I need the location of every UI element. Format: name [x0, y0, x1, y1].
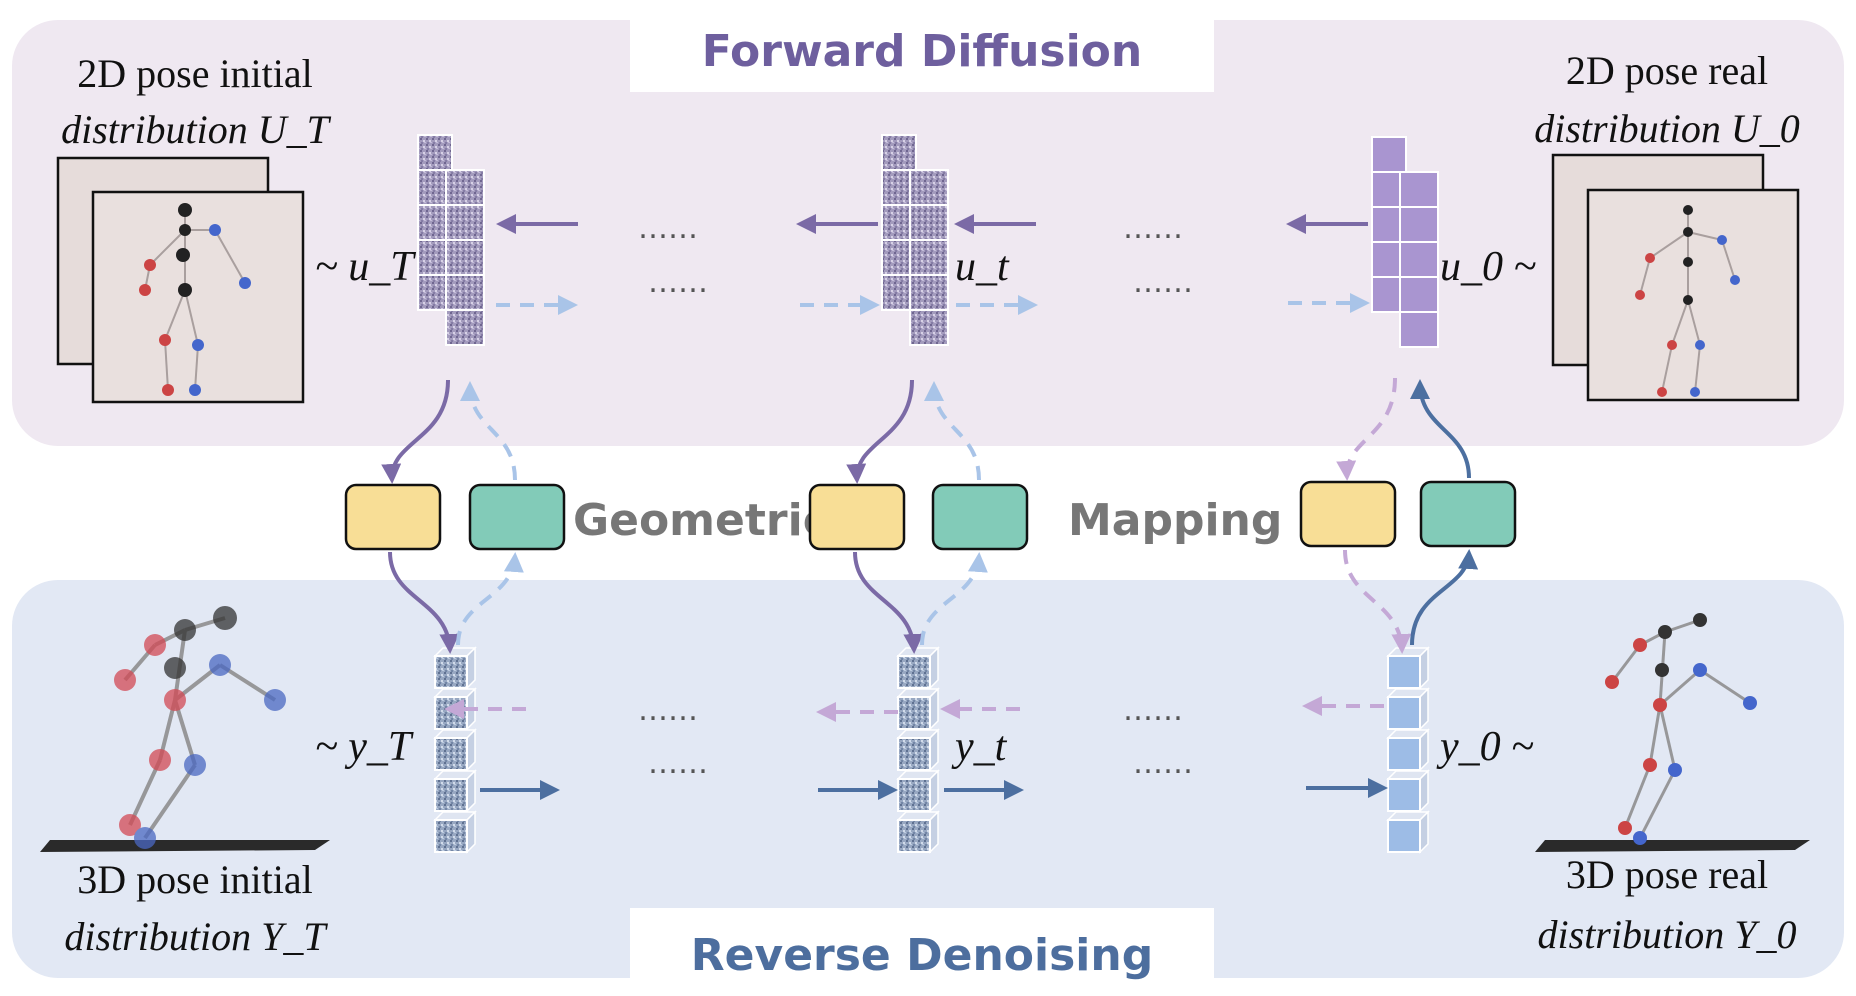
latent-stacks	[417, 134, 1439, 854]
ellipsis-bottom-4: ……	[1133, 746, 1193, 781]
label-2d-initial: 2D pose initial distribution U_T	[61, 51, 332, 152]
label-2d-initial-line1: 2D pose initial	[77, 51, 313, 96]
arrow-teal-to-u0	[1410, 379, 1471, 479]
yellow-mapping-box-3	[1299, 480, 1397, 548]
reverse-title: Reverse Denoising	[691, 930, 1153, 981]
arrow-teal-to-uT	[460, 381, 517, 481]
label-3d-initial: 3D pose initial distribution Y_T	[64, 857, 328, 959]
label-3d-initial-line2: distribution Y_T	[64, 914, 328, 959]
arrow-yT-to-teal	[456, 552, 524, 646]
var-y-0: y_0 ~	[1436, 724, 1534, 770]
mapping-word-mapping: Mapping	[1068, 495, 1282, 546]
flow-arrows	[381, 214, 1479, 800]
pose-2d-real-image	[1551, 153, 1800, 402]
label-3d-real-line1: 3D pose real	[1566, 852, 1768, 897]
yellow-mapping-box-2	[808, 483, 906, 551]
var-u-t: u_t	[955, 244, 1010, 290]
stack-u-T	[417, 134, 485, 346]
ellipsis-top-1: ……	[638, 211, 698, 246]
var-y-T: ~ y_T	[315, 724, 414, 770]
arrow-y0-to-teal	[1410, 549, 1479, 646]
arrow-u0-to-yellow	[1336, 377, 1397, 481]
stack-y-T	[433, 646, 477, 854]
forward-title-box	[630, 14, 1214, 92]
stack-u-t	[881, 134, 949, 346]
arrow-ut-to-yellow	[846, 379, 914, 484]
yellow-mapping-box-1	[344, 483, 442, 551]
label-2d-real: 2D pose real distribution U_0	[1534, 48, 1800, 151]
var-y-t: y_t	[951, 724, 1008, 770]
arrow-yellow-to-y0	[1343, 549, 1412, 654]
arrow-yellow-to-yT	[388, 551, 460, 654]
label-2d-real-line1: 2D pose real	[1566, 48, 1768, 93]
var-u-0: u_0 ~	[1440, 244, 1537, 290]
forward-title: Forward Diffusion	[702, 26, 1142, 77]
label-2d-real-line2: distribution U_0	[1534, 106, 1800, 151]
stack-u-0	[1371, 136, 1439, 348]
arrow-uT-to-yellow	[381, 379, 450, 484]
mapping-word-geometric: Geometric	[573, 495, 829, 546]
teal-mapping-box-1	[468, 483, 566, 551]
ellipsis-bottom-2: ……	[648, 746, 708, 781]
arrow-yt-to-teal	[920, 552, 988, 646]
ellipsis-bottom-3: ……	[1123, 693, 1183, 728]
ellipsis-top-2: ……	[648, 265, 708, 300]
ellipsis-top-4: ……	[1133, 265, 1193, 300]
stack-y-0	[1386, 646, 1430, 854]
reverse-title-box	[630, 908, 1214, 996]
label-3d-real-line2: distribution Y_0	[1538, 912, 1797, 957]
arrow-teal-to-ut	[924, 381, 981, 481]
teal-mapping-box-3	[1419, 480, 1517, 548]
label-3d-initial-line1: 3D pose initial	[77, 857, 313, 902]
label-3d-real: 3D pose real distribution Y_0	[1538, 852, 1797, 957]
ellipsis-top-3: ……	[1123, 211, 1183, 246]
pose-3d-initial-skeleton	[40, 606, 330, 852]
pose-3d-real-skeleton	[1535, 613, 1810, 852]
teal-mapping-box-2	[931, 483, 1029, 551]
ellipsis-bottom-1: ……	[638, 693, 698, 728]
pose-2d-initial-image	[56, 156, 305, 404]
mapping-boxes	[344, 480, 1517, 551]
stack-y-t	[896, 646, 940, 854]
var-u-T: ~ u_T	[315, 244, 416, 290]
label-2d-initial-line2: distribution U_T	[61, 107, 332, 152]
arrow-yellow-to-yt	[853, 551, 924, 654]
